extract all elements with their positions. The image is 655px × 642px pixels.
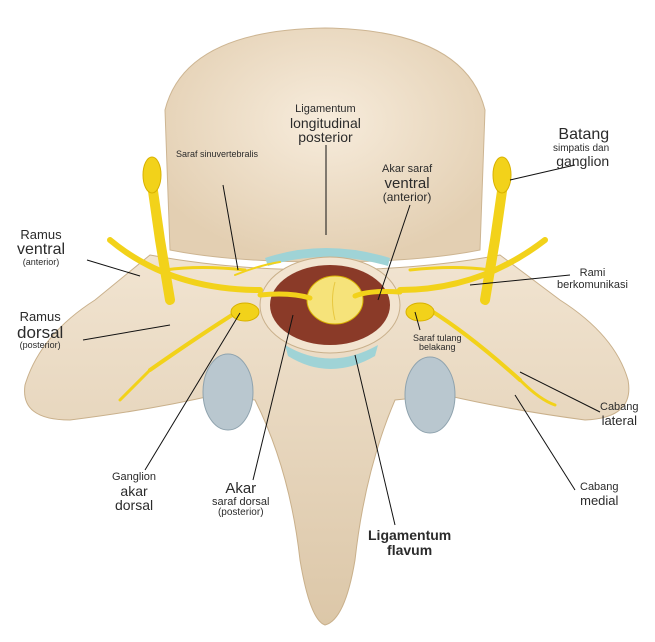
batang-simpatis-label: Batang simpatis dan ganglion: [553, 127, 609, 169]
saraf-sinuvertebralis-label: Saraf sinuvertebralis: [176, 150, 258, 159]
left-dorsal-root-ganglion: [231, 303, 259, 321]
cabang-lateral-label: Cabang lateral: [600, 402, 639, 427]
ganglion-akar-dorsal-label: Ganglion akar dorsal: [112, 472, 156, 513]
ramus-dorsal-label: Ramus dorsal (posterior): [17, 310, 63, 351]
ramus-ventral-label: Ramus ventral (anterior): [17, 228, 65, 268]
akar-saraf-ventral-label: Akar saraf ventral (anterior): [382, 164, 432, 204]
left-facet: [203, 354, 253, 430]
left-sympathetic-ganglion: [143, 157, 161, 193]
right-dorsal-root-ganglion: [406, 303, 434, 321]
ligamentum-flavum-label: Ligamentum flavum: [368, 528, 451, 557]
saraf-tulang-belakang-label: Saraf tulang belakang: [413, 334, 462, 353]
rami-berkomunikasi-label: Rami berkomunikasi: [557, 268, 628, 291]
ligamentum-longitudinal-label: Ligamentum longitudinal posterior: [290, 104, 361, 145]
vertebral-body: [165, 28, 485, 262]
right-sympathetic-ganglion: [493, 157, 511, 193]
cabang-medial-label: Cabang medial: [580, 482, 619, 507]
akar-saraf-dorsal-label: Akar saraf dorsal (posterior): [212, 481, 269, 519]
right-facet: [405, 357, 455, 433]
